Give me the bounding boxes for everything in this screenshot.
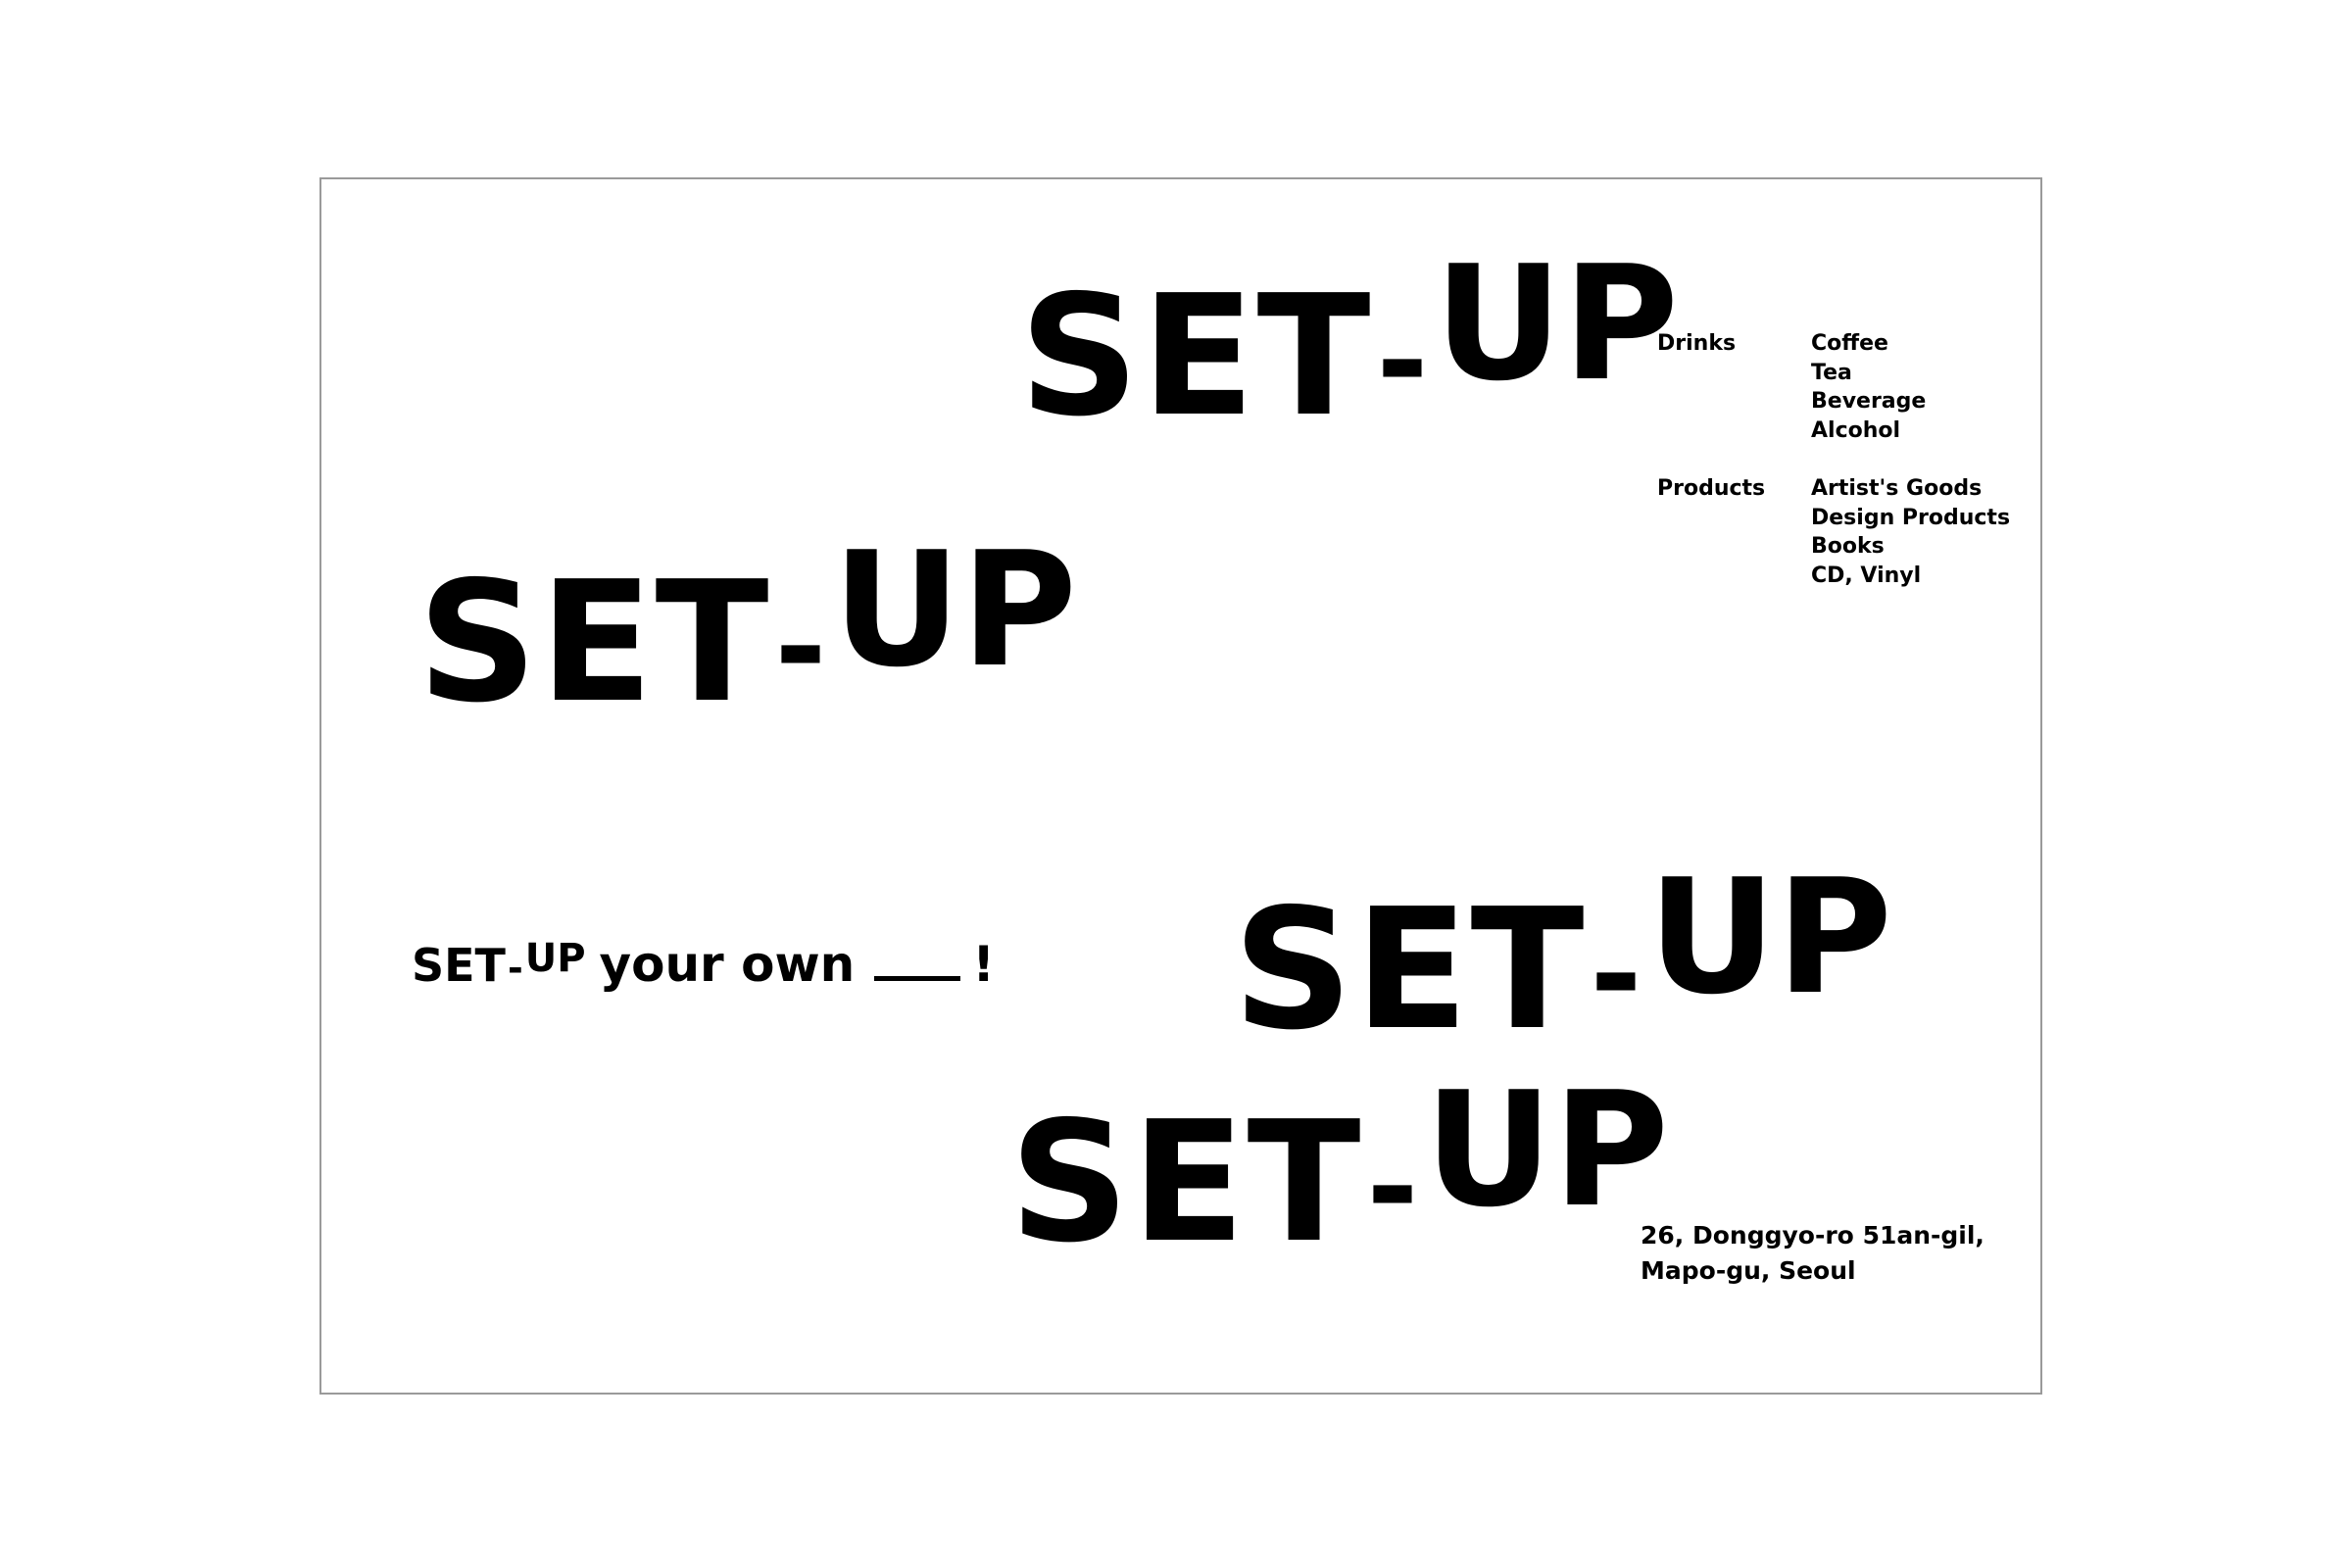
address-line-2: Mapo-gu, Seoul (1641, 1256, 1856, 1285)
set-up-logo: SET-UP (417, 532, 1077, 726)
menu-item: Artist's Goods (1811, 476, 1983, 501)
logo-set-text: SET (417, 546, 771, 740)
set-up-logo: SET-UP (1009, 1072, 1669, 1266)
address: 26, Donggyo-ro 51an-gil, Mapo-gu, Seoul (1641, 1218, 1984, 1289)
tagline-dash-text: - (507, 947, 523, 990)
logo-set-text: SET (1019, 260, 1373, 454)
tagline: SET-UP your own! (412, 939, 995, 992)
menu-items: Coffee Tea Beverage Alcohol (1811, 329, 1926, 445)
tagline-blank-line (874, 976, 961, 981)
tagline-text: your own (599, 936, 856, 993)
logo-dash-text: - (1366, 1114, 1421, 1260)
menu-item: Design Products (1811, 505, 2011, 530)
logo-set-text: SET (1233, 873, 1587, 1067)
menu-item: Beverage (1811, 389, 1927, 414)
logo-up-text: UP (832, 518, 1077, 704)
logo-dash-text: - (774, 574, 829, 720)
menu-list: Drinks Coffee Tea Beverage Alcohol Produ… (1657, 329, 2010, 619)
logo-up-text: UP (1434, 232, 1679, 417)
menu-category: Drinks (1657, 331, 1737, 356)
menu-items: Artist's Goods Design Products Books CD,… (1811, 474, 2010, 590)
tagline-set-text: SET (412, 939, 506, 992)
set-up-logo: SET-UP (1233, 859, 1892, 1054)
menu-group-products: Products Artist's Goods Design Products … (1657, 474, 2010, 590)
tagline-up-text: UP (524, 936, 586, 981)
menu-category: Products (1657, 476, 1766, 501)
logo-dash-text: - (1590, 902, 1644, 1048)
menu-item: Tea (1811, 360, 1852, 385)
menu-item: CD, Vinyl (1811, 563, 1922, 588)
logo-up-text: UP (1647, 846, 1892, 1031)
set-up-logo: SET-UP (1019, 246, 1679, 440)
menu-group-drinks: Drinks Coffee Tea Beverage Alcohol (1657, 329, 2010, 445)
logo-set-text: SET (1009, 1086, 1363, 1280)
menu-item: Books (1811, 534, 1885, 559)
menu-item: Coffee (1811, 331, 1888, 356)
logo-up-text: UP (1424, 1058, 1669, 1244)
logo-dash-text: - (1376, 288, 1431, 434)
tagline-exclamation: ! (972, 936, 996, 993)
menu-item: Alcohol (1811, 417, 1901, 443)
address-line-1: 26, Donggyo-ro 51an-gil, (1641, 1221, 1984, 1250)
